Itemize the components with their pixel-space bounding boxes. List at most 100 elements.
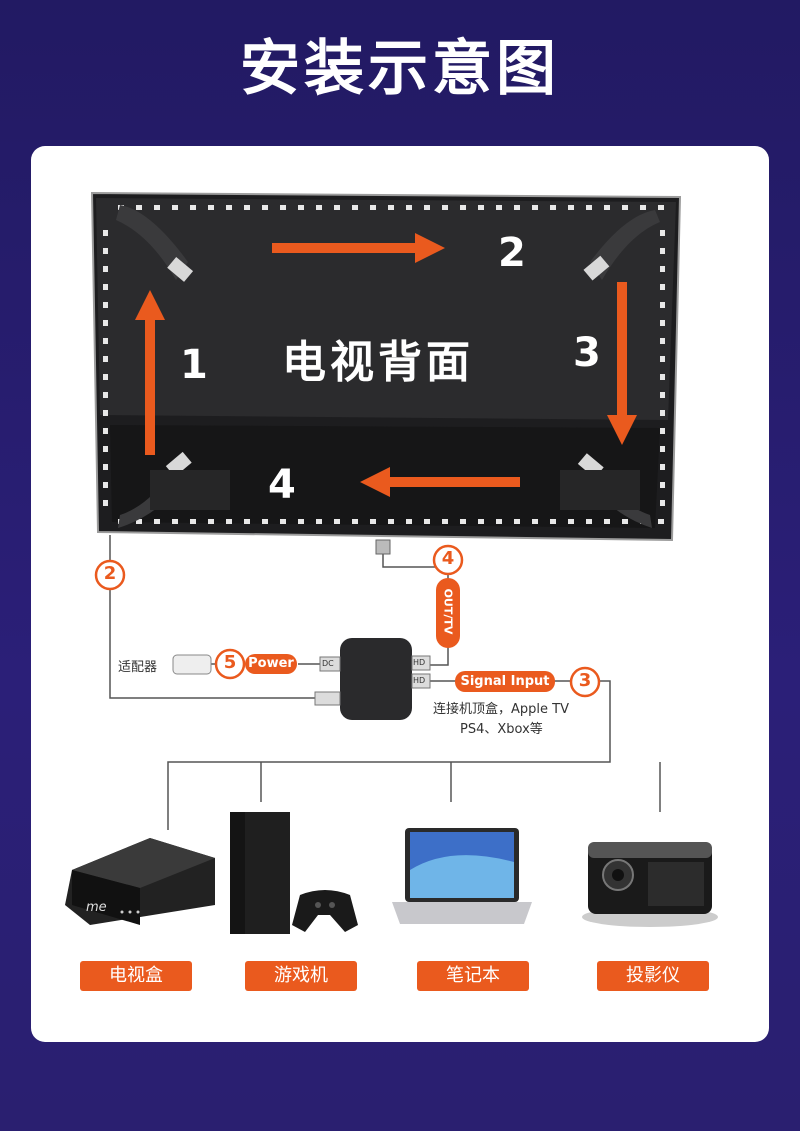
led-dot bbox=[280, 519, 286, 524]
sources-line-1: 连接机顶盒，Apple TV bbox=[433, 702, 569, 717]
led-dot bbox=[226, 205, 232, 210]
led-dot bbox=[406, 519, 412, 524]
led-dot bbox=[103, 356, 108, 362]
led-dot bbox=[442, 519, 448, 524]
led-dot bbox=[478, 519, 484, 524]
tv-back-label: 电视背面 bbox=[282, 337, 474, 388]
game-console-device bbox=[230, 812, 358, 934]
hd-port-top-label: HD bbox=[413, 658, 426, 667]
led-dot bbox=[190, 519, 196, 524]
led-dot bbox=[442, 205, 448, 210]
led-dot bbox=[658, 205, 664, 210]
led-dot bbox=[154, 205, 160, 210]
led-dot bbox=[550, 205, 556, 210]
led-dot bbox=[660, 374, 665, 380]
control-box bbox=[340, 638, 412, 720]
led-dot bbox=[103, 500, 108, 506]
led-dot bbox=[208, 519, 214, 524]
led-dot bbox=[154, 519, 160, 524]
projector-device bbox=[582, 842, 718, 927]
led-dot bbox=[660, 356, 665, 362]
corner-clip bbox=[116, 205, 194, 282]
led-dot bbox=[406, 205, 412, 210]
led-dot bbox=[370, 519, 376, 524]
tv-box-device bbox=[65, 838, 215, 925]
device-label-projector: 投影仪 bbox=[597, 961, 709, 991]
led-dot bbox=[316, 205, 322, 210]
led-dot bbox=[280, 205, 286, 210]
led-dot bbox=[172, 519, 178, 524]
out-tv-pill: OUT/TV bbox=[436, 578, 460, 648]
led-dot bbox=[660, 446, 665, 452]
led-dot bbox=[103, 446, 108, 452]
led-dot bbox=[388, 205, 394, 210]
led-dot bbox=[622, 519, 628, 524]
dc-port-label: DC bbox=[322, 659, 334, 668]
led-dot bbox=[532, 519, 538, 524]
marker-circle-4 bbox=[432, 544, 464, 576]
led-dot bbox=[352, 205, 358, 210]
led-dot bbox=[172, 205, 178, 210]
led-dot bbox=[244, 519, 250, 524]
device-label-laptop: 笔记本 bbox=[417, 961, 529, 991]
step-1-number: 1 bbox=[180, 342, 208, 388]
led-dot bbox=[496, 519, 502, 524]
led-dot bbox=[460, 519, 466, 524]
led-dot bbox=[334, 205, 340, 210]
led-dot bbox=[103, 410, 108, 416]
adapter-label: 适配器 bbox=[118, 660, 158, 675]
led-dot bbox=[352, 519, 358, 524]
led-dot bbox=[660, 338, 665, 344]
led-dot bbox=[316, 519, 322, 524]
hd-port-top bbox=[411, 655, 431, 671]
led-dot bbox=[370, 205, 376, 210]
hdmi-plug bbox=[375, 539, 391, 555]
hd-port-bottom bbox=[411, 673, 431, 689]
led-dot bbox=[514, 205, 520, 210]
marker-3: 3 bbox=[578, 670, 592, 691]
sources-line-2: PS4、Xbox等 bbox=[460, 722, 543, 737]
signal-input-pill: Signal Input bbox=[455, 671, 555, 692]
led-dot bbox=[514, 519, 520, 524]
marker-circle-5 bbox=[214, 648, 246, 680]
led-dot bbox=[568, 205, 574, 210]
led-dot bbox=[298, 519, 304, 524]
speaker-grille bbox=[150, 470, 230, 510]
led-dot bbox=[103, 230, 108, 236]
led-dot bbox=[424, 205, 430, 210]
page-title: 安装示意图 bbox=[240, 34, 560, 104]
led-dot bbox=[550, 519, 556, 524]
led-dot bbox=[604, 519, 610, 524]
led-dot bbox=[660, 500, 665, 506]
led-dot bbox=[660, 266, 665, 272]
step-3-number: 3 bbox=[573, 330, 601, 376]
led-dot bbox=[103, 392, 108, 398]
led-dot bbox=[660, 284, 665, 290]
dc-port bbox=[319, 656, 341, 672]
tv-back bbox=[90, 191, 682, 542]
led-dot bbox=[424, 519, 430, 524]
led-dot bbox=[103, 248, 108, 254]
led-dot bbox=[660, 248, 665, 254]
led-dot bbox=[660, 482, 665, 488]
led-dot bbox=[103, 428, 108, 434]
led-dot bbox=[334, 519, 340, 524]
led-dot bbox=[586, 519, 592, 524]
led-dot bbox=[103, 266, 108, 272]
led-dot bbox=[103, 374, 108, 380]
marker-2: 2 bbox=[103, 563, 117, 584]
led-dot bbox=[658, 519, 664, 524]
led-dot bbox=[604, 205, 610, 210]
marker-circle-3 bbox=[569, 666, 601, 698]
led-dot bbox=[660, 230, 665, 236]
led-dot bbox=[640, 205, 646, 210]
led-dot bbox=[568, 519, 574, 524]
led-dot bbox=[660, 428, 665, 434]
marker-4: 4 bbox=[441, 548, 455, 569]
led-dot bbox=[388, 519, 394, 524]
led-dot bbox=[586, 205, 592, 210]
device-label-tv-box: 电视盒 bbox=[80, 961, 192, 991]
tv-box-logo: me bbox=[86, 900, 107, 915]
power-pill: Power bbox=[245, 654, 297, 674]
